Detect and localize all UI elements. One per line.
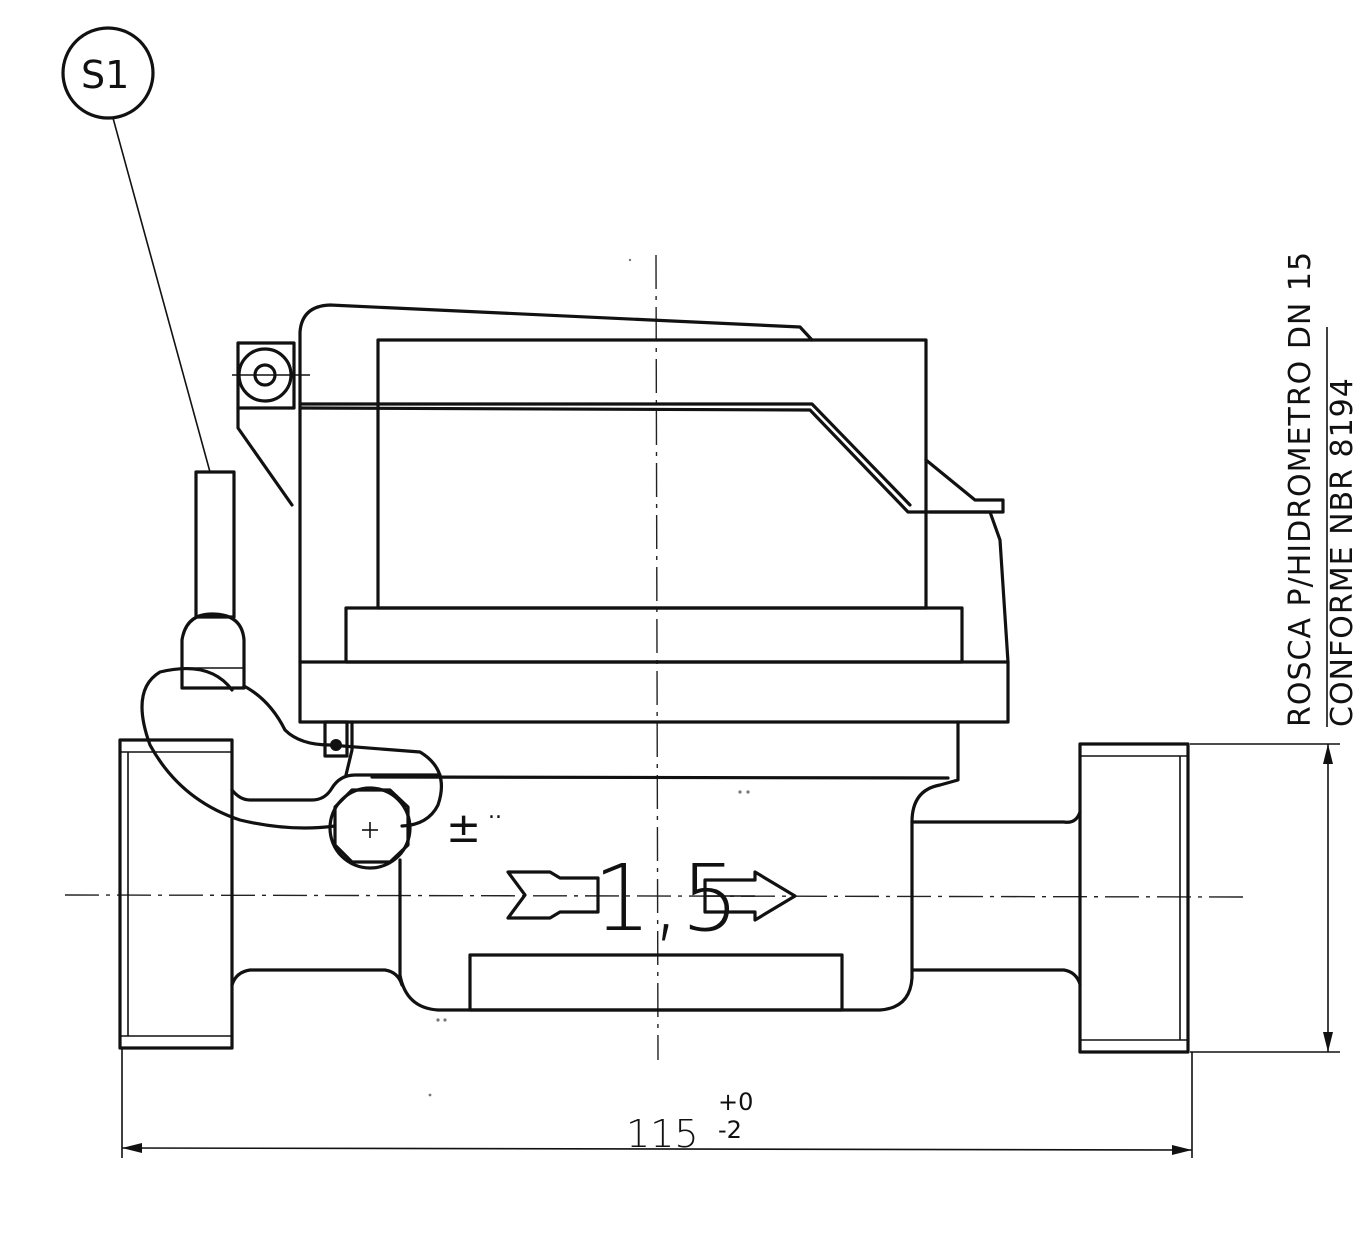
length-value: 115 bbox=[626, 1112, 699, 1156]
tolerance-dots: .. bbox=[488, 799, 502, 824]
item-balloon-s1[interactable]: S1 bbox=[61, 26, 155, 120]
seal-assembly bbox=[140, 470, 443, 870]
tolerance-mark: ± bbox=[446, 803, 481, 852]
scan-speckles bbox=[428, 258, 750, 1097]
thread-note-line2: CONFORME NBR 8194 bbox=[1325, 377, 1360, 727]
flow-direction-arrows bbox=[506, 870, 797, 922]
height-dimension bbox=[1190, 743, 1340, 1053]
right-union-nut bbox=[1078, 742, 1190, 1054]
left-union-nut bbox=[118, 738, 234, 1050]
balloon-leader-line bbox=[112, 117, 211, 473]
length-upper-tolerance: +0 bbox=[718, 1088, 753, 1116]
length-dimension bbox=[121, 1048, 1193, 1158]
lid-hinge bbox=[232, 341, 310, 507]
thread-note-line1: ROSCA P/HIDROMETRO DN 15 bbox=[1283, 251, 1318, 727]
meter-body bbox=[344, 720, 960, 1012]
balloon-label: S1 bbox=[81, 53, 129, 97]
left-pipe-neck bbox=[230, 773, 442, 987]
seal-crimp bbox=[330, 739, 342, 751]
thread-note: ROSCA P/HIDROMETRO DN 15 CONFORME NBR 81… bbox=[1283, 251, 1360, 727]
hex-screw-icon bbox=[333, 788, 410, 864]
right-pipe-neck bbox=[910, 810, 1082, 986]
length-lower-tolerance: -2 bbox=[718, 1116, 742, 1144]
vertical-centerline bbox=[655, 254, 659, 1061]
meter-class-label: 1,5 bbox=[593, 845, 739, 952]
horizontal-centerline bbox=[64, 894, 1246, 898]
meter-housing bbox=[298, 303, 1010, 724]
